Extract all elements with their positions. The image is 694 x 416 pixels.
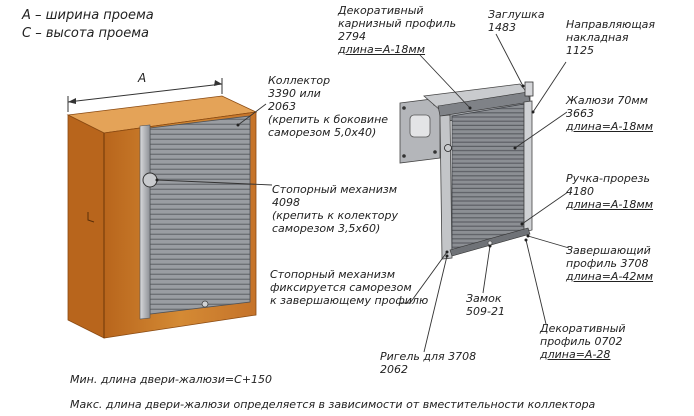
- left-guide: [439, 114, 453, 260]
- cabinet: [66, 95, 258, 339]
- callout-stopper-fixed: Стопорный механизм фиксируется саморезом…: [270, 268, 429, 307]
- stopper-mechanism-icon: [444, 144, 452, 152]
- leader-arrowheads: [155, 84, 535, 258]
- cabinet-lock-icon: [201, 300, 209, 308]
- dimension-label-a: A: [138, 71, 147, 85]
- leader-lines: [156, 33, 570, 353]
- callout-blinds: Жалюзи 70мм 3663 длина=А-18мм: [566, 94, 654, 133]
- callout-collector: Коллектор 3390 или 2063 (крепить к боков…: [268, 74, 389, 139]
- plug-icon: [524, 81, 534, 97]
- callout-deco-profile: Декоративный профиль 0702 длина=А-28: [540, 322, 626, 361]
- callout-plug: Заглушка 1483: [488, 8, 545, 34]
- callout-cornice-profile: Декоративный карнизный профиль 2794 длин…: [338, 4, 457, 56]
- cabinet-shutter: [149, 115, 251, 315]
- exploded-assembly: [399, 81, 534, 260]
- callout-handle: Ручка-прорезь 4180 длина=А-18мм: [566, 172, 654, 211]
- note-min-length: Мин. длина двери-жалюзи=С+150: [70, 373, 273, 386]
- right-guide: [523, 100, 533, 233]
- legend-height: С – высота проема: [22, 26, 150, 41]
- callout-guide: Направляющая накладная 1125: [566, 18, 656, 57]
- note-max-length: Макс. длина двери-жалюзи определяется в …: [70, 398, 596, 411]
- callout-final-profile: Завершающий профиль 3708 длина=А-42мм: [566, 244, 654, 283]
- shutter-slats: [451, 103, 525, 253]
- width-dimension: [67, 78, 223, 112]
- callout-stopper-mechanism: Стопорный механизм 4098 (крепить к колек…: [272, 183, 399, 235]
- lock-icon: [487, 240, 493, 246]
- cabinet-handle-notch: [87, 212, 95, 223]
- cabinet-collector: [139, 124, 151, 320]
- stopper-knob-icon: [142, 172, 158, 188]
- legend-width: A – ширина проема: [22, 8, 154, 23]
- callout-lock: Замок 509-21: [466, 292, 505, 318]
- callout-bolt: Ригель для 3708 2062: [380, 350, 477, 376]
- cabinet-left-side: [67, 114, 105, 339]
